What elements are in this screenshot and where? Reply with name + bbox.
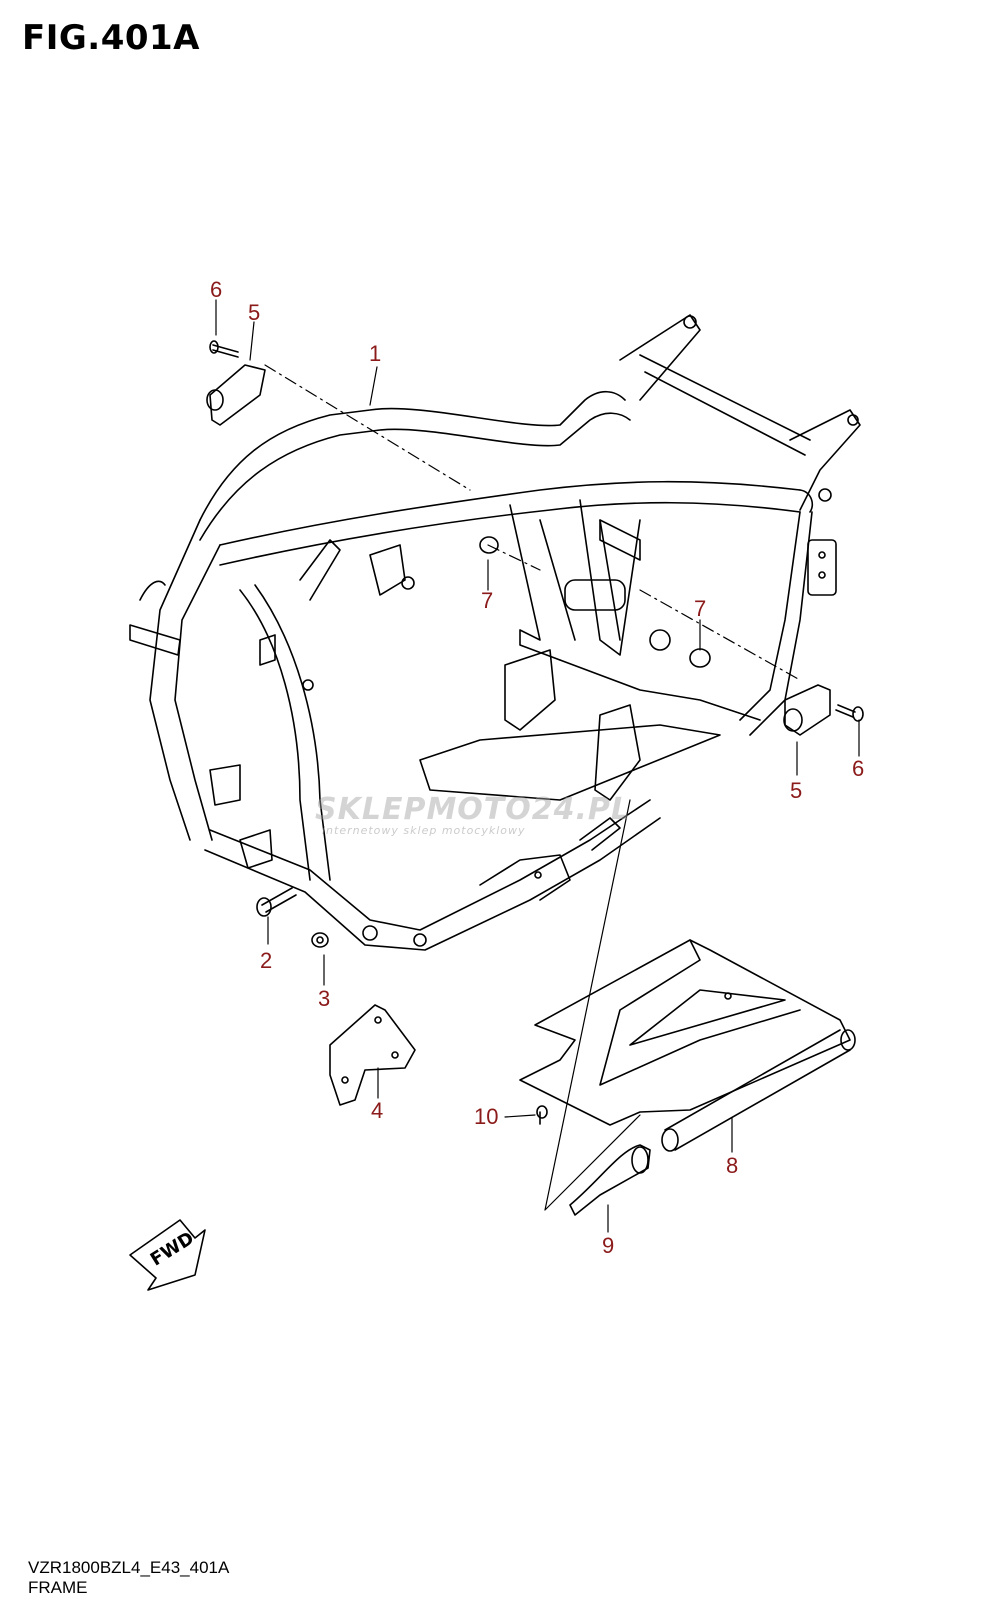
frame-cover-part (519, 939, 856, 1152)
figure-name: FRAME (28, 1578, 88, 1597)
callout-3: 3 (318, 986, 331, 1011)
bracket-part (329, 1004, 416, 1106)
bolt-part (256, 887, 297, 917)
leader-lines (215, 299, 860, 1233)
grommet-part (479, 536, 711, 668)
watermark-text: SKLEPMOTO24.PL (315, 792, 632, 827)
callout-10: 10 (474, 1104, 499, 1129)
callout-9: 9 (602, 1233, 615, 1258)
figure-code: VZR1800BZL4_E43_401A (28, 1558, 230, 1577)
callout-6-upper: 6 (210, 277, 223, 302)
callout-5-lower: 5 (790, 778, 803, 803)
main-frame-part (129, 314, 861, 951)
watermark-subtext: internetowy sklep motocyklowy (322, 824, 526, 837)
figure-title: FIG.401A (22, 18, 200, 58)
callout-6-lower: 6 (852, 756, 865, 781)
nut-part (311, 932, 329, 948)
callout-5-upper: 5 (248, 300, 261, 325)
assembly-indicator-line (544, 799, 641, 1211)
small-screw-part (536, 1105, 548, 1125)
callout-8: 8 (726, 1153, 739, 1178)
callout-4: 4 (371, 1098, 384, 1123)
callout-2: 2 (260, 948, 273, 973)
callout-1: 1 (369, 341, 382, 366)
fwd-arrow-icon: FWD (129, 1219, 206, 1291)
mount-bracket-part (206, 364, 831, 736)
end-cap-part (569, 1144, 651, 1216)
screw-part (209, 340, 864, 722)
callout-7-left: 7 (481, 588, 494, 613)
callout-7-right: 7 (694, 596, 707, 621)
